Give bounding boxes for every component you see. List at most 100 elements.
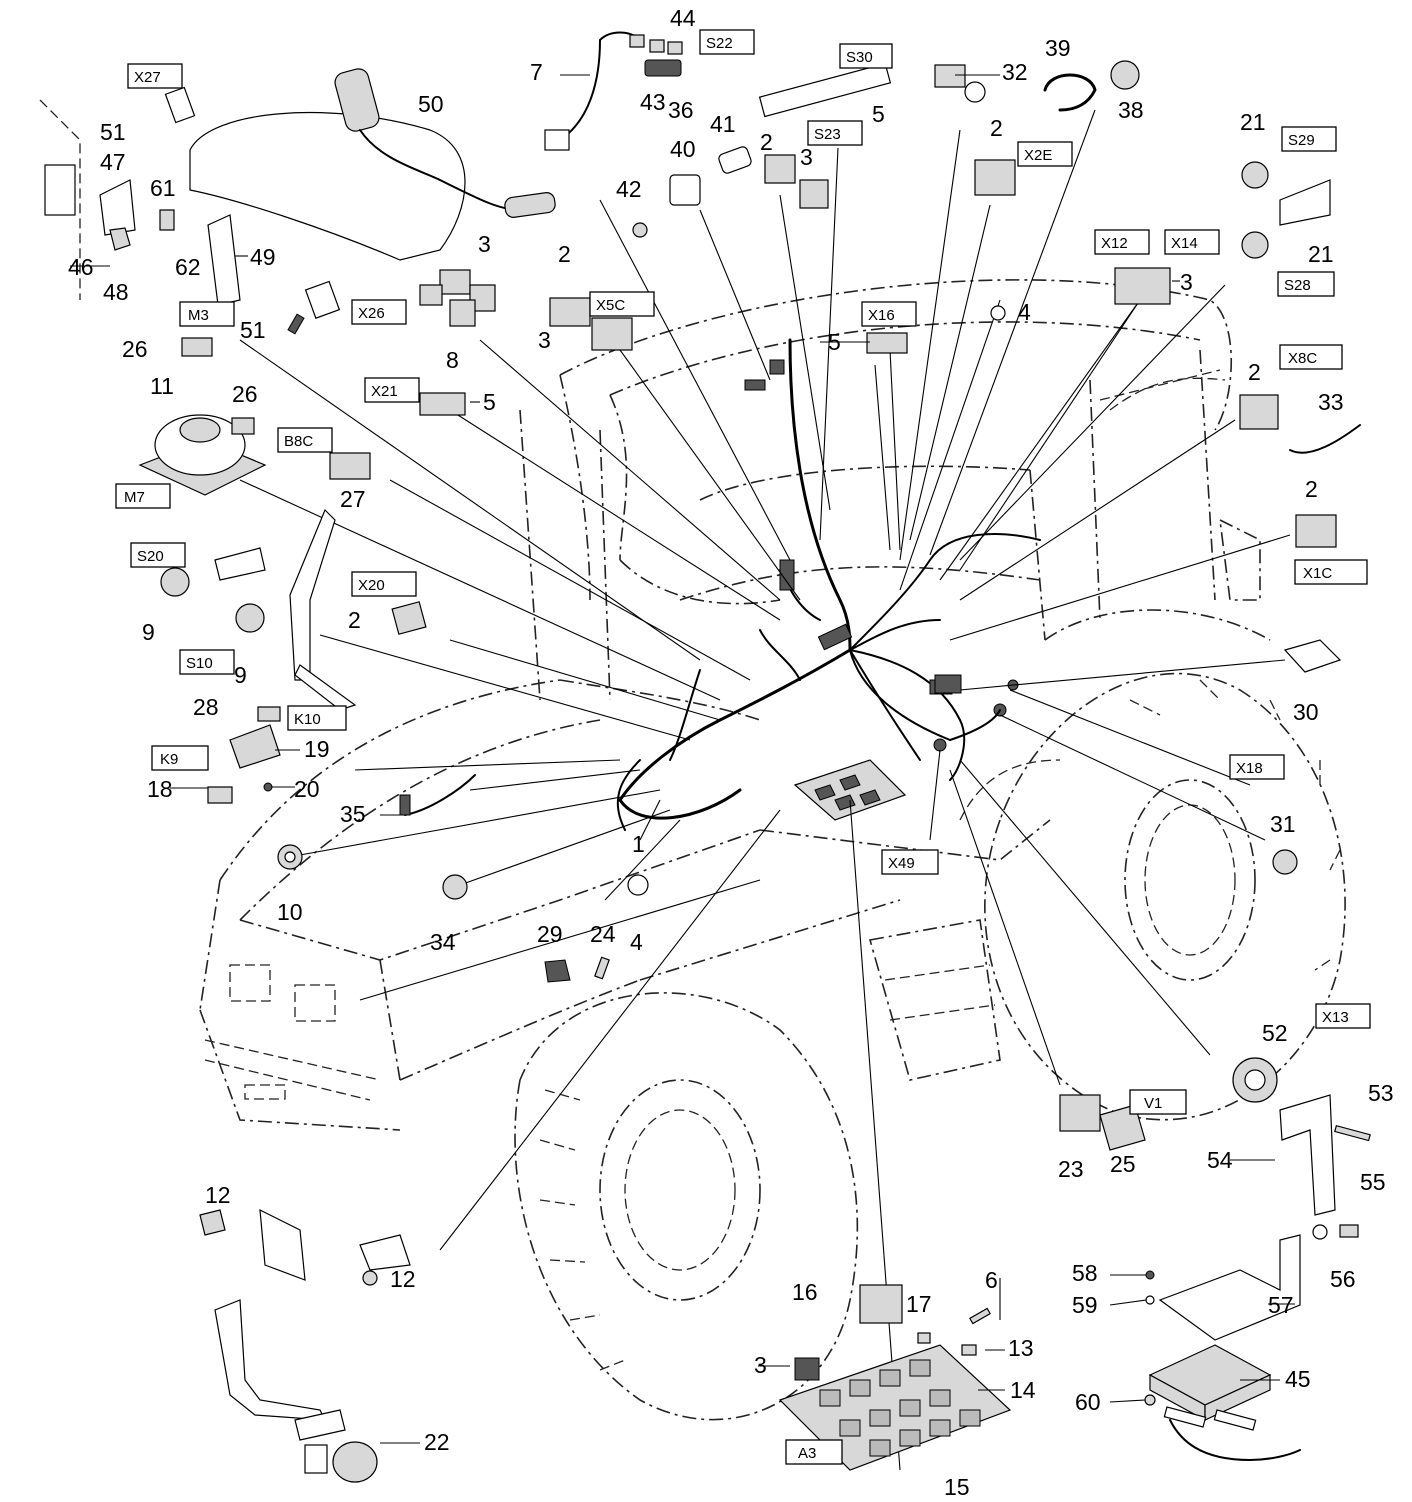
- svg-text:58: 58: [1072, 1260, 1098, 1286]
- svg-text:11: 11: [150, 373, 174, 399]
- svg-text:X1C: X1C: [1303, 565, 1332, 582]
- svg-text:18: 18: [147, 776, 173, 802]
- svg-text:X14: X14: [1171, 235, 1198, 252]
- svg-text:3: 3: [538, 327, 551, 353]
- fuse-board: [793, 759, 907, 821]
- leader-lines: [239, 109, 1291, 1471]
- svg-text:3: 3: [800, 144, 813, 170]
- svg-text:A3: A3: [798, 1445, 816, 1462]
- svg-text:1: 1: [632, 831, 645, 857]
- svg-text:8: 8: [446, 347, 459, 373]
- svg-text:38: 38: [1118, 97, 1144, 123]
- svg-text:4: 4: [630, 929, 643, 955]
- svg-text:42: 42: [616, 176, 642, 202]
- svg-text:X49: X49: [888, 855, 915, 872]
- svg-text:32: 32: [1002, 59, 1028, 85]
- svg-text:56: 56: [1330, 1266, 1356, 1292]
- svg-text:43: 43: [640, 89, 666, 115]
- svg-text:4: 4: [1018, 299, 1031, 325]
- svg-text:45: 45: [1285, 1366, 1311, 1392]
- svg-text:23: 23: [1058, 1156, 1084, 1182]
- svg-text:10: 10: [277, 899, 303, 925]
- svg-text:2: 2: [1305, 476, 1318, 502]
- svg-text:3: 3: [1180, 269, 1193, 295]
- svg-text:K9: K9: [160, 751, 178, 768]
- svg-text:62: 62: [175, 254, 201, 280]
- svg-text:16: 16: [792, 1279, 818, 1305]
- svg-text:9: 9: [234, 662, 247, 688]
- svg-text:2: 2: [760, 129, 773, 155]
- svg-text:X2E: X2E: [1024, 147, 1052, 164]
- svg-text:27: 27: [340, 486, 366, 512]
- svg-text:2: 2: [558, 241, 571, 267]
- svg-text:34: 34: [430, 929, 456, 955]
- svg-text:5: 5: [483, 389, 496, 415]
- svg-text:S10: S10: [186, 655, 213, 672]
- svg-text:2: 2: [1248, 359, 1261, 385]
- svg-text:3: 3: [754, 1352, 767, 1378]
- svg-text:41: 41: [710, 111, 736, 137]
- svg-text:9: 9: [142, 619, 155, 645]
- reference-codes: X27 S22 S30 S23 X2E S29 S28 X12 X14 X5C …: [115, 29, 1371, 1465]
- svg-text:51: 51: [100, 119, 126, 145]
- svg-text:25: 25: [1110, 1151, 1136, 1177]
- svg-text:26: 26: [232, 381, 258, 407]
- svg-text:22: 22: [424, 1429, 450, 1455]
- svg-text:29: 29: [537, 921, 563, 947]
- svg-text:39: 39: [1045, 35, 1071, 61]
- svg-text:19: 19: [304, 736, 330, 762]
- svg-text:31: 31: [1270, 811, 1296, 837]
- svg-text:54: 54: [1207, 1147, 1233, 1173]
- svg-text:M7: M7: [124, 489, 145, 506]
- svg-text:X16: X16: [868, 307, 895, 324]
- svg-text:20: 20: [294, 776, 320, 802]
- svg-text:S29: S29: [1288, 132, 1315, 149]
- svg-text:X5C: X5C: [596, 297, 625, 314]
- svg-text:44: 44: [670, 5, 696, 31]
- svg-text:28: 28: [193, 694, 219, 720]
- svg-text:51: 51: [240, 317, 266, 343]
- svg-text:24: 24: [590, 921, 616, 947]
- svg-text:48: 48: [103, 279, 129, 305]
- svg-text:X26: X26: [358, 305, 385, 322]
- svg-text:15: 15: [944, 1474, 970, 1500]
- svg-text:B8C: B8C: [284, 433, 313, 450]
- svg-text:X27: X27: [134, 69, 161, 86]
- svg-text:36: 36: [668, 97, 694, 123]
- svg-text:S28: S28: [1284, 277, 1311, 294]
- svg-text:30: 30: [1293, 699, 1319, 725]
- parts: [39, 31, 1371, 1483]
- svg-text:26: 26: [122, 336, 148, 362]
- svg-text:50: 50: [418, 91, 444, 117]
- svg-text:5: 5: [872, 101, 885, 127]
- svg-text:12: 12: [205, 1182, 231, 1208]
- svg-text:X13: X13: [1322, 1009, 1349, 1026]
- part-numbers: 50 7 44 43 36 5 32 39 38 41 40 42 2 3 2 …: [68, 5, 1394, 1500]
- main-harness: [616, 338, 1041, 831]
- svg-text:12: 12: [390, 1266, 416, 1292]
- svg-text:K10: K10: [294, 711, 321, 728]
- number-ticks: [70, 74, 1295, 1444]
- svg-text:49: 49: [250, 244, 276, 270]
- svg-text:X21: X21: [371, 383, 398, 400]
- svg-text:S23: S23: [814, 126, 841, 143]
- svg-text:13: 13: [1008, 1335, 1034, 1361]
- svg-text:X8C: X8C: [1288, 350, 1317, 367]
- svg-text:60: 60: [1075, 1389, 1101, 1415]
- svg-text:2: 2: [990, 115, 1003, 141]
- svg-text:M3: M3: [188, 307, 209, 324]
- svg-text:47: 47: [100, 149, 126, 175]
- svg-text:21: 21: [1308, 241, 1334, 267]
- svg-text:7: 7: [530, 59, 543, 85]
- svg-text:55: 55: [1360, 1169, 1386, 1195]
- svg-text:14: 14: [1010, 1377, 1036, 1403]
- svg-text:21: 21: [1240, 109, 1266, 135]
- svg-text:52: 52: [1262, 1020, 1288, 1046]
- svg-text:S22: S22: [706, 35, 733, 52]
- svg-text:61: 61: [150, 175, 176, 201]
- svg-text:59: 59: [1072, 1292, 1098, 1318]
- svg-text:X12: X12: [1101, 235, 1128, 252]
- dash-shroud: [189, 111, 466, 261]
